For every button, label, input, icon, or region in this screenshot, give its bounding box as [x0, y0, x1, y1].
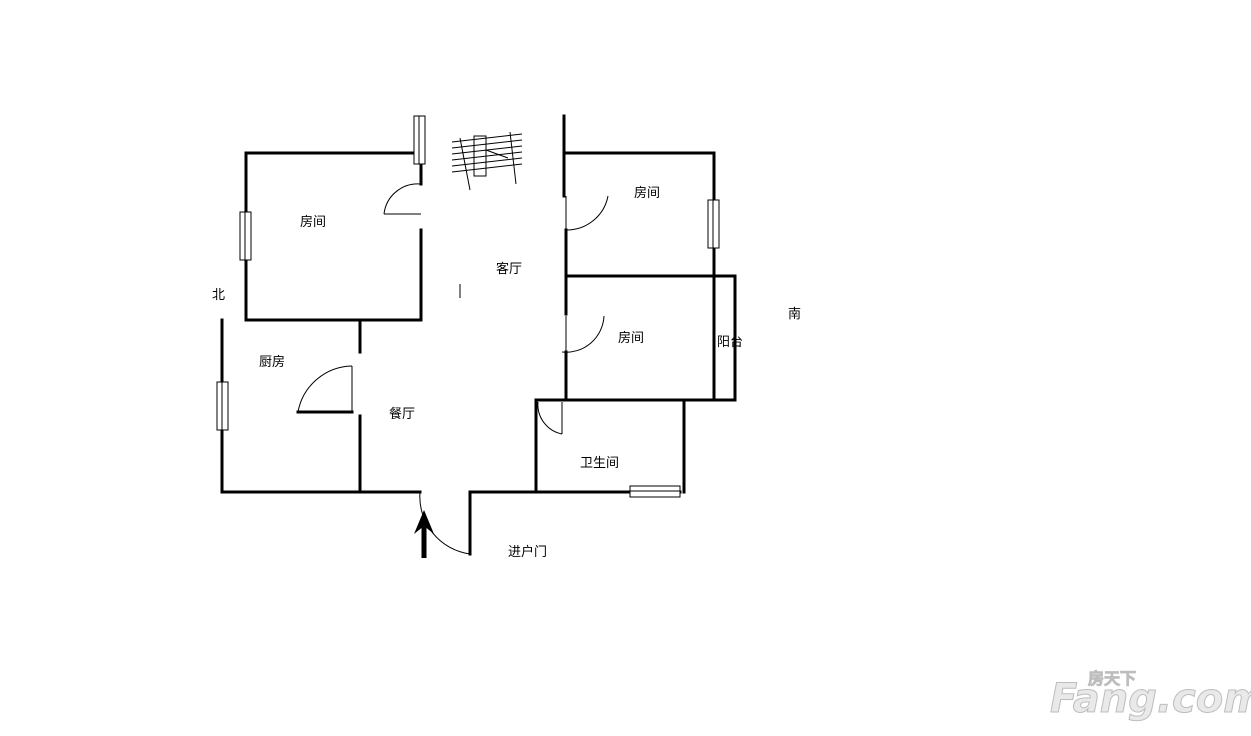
room-label-bathroom: 卫生间 — [580, 456, 619, 471]
watermark-brand-en: Fang.com — [1050, 676, 1251, 722]
watermark-logo: 房天下 Fang.com — [1050, 669, 1251, 723]
compass-north-label: 北 — [212, 288, 225, 303]
doors — [297, 183, 609, 555]
compass-south-label: 南 — [788, 306, 801, 322]
room-label-living-room: 客厅 — [496, 261, 522, 277]
room-label-bedroom-east-top: 房间 — [634, 185, 660, 201]
entrance-arrow-icon — [414, 510, 434, 558]
windows — [216, 115, 720, 498]
staircase — [451, 131, 523, 191]
watermark-brand-cn: 房天下 — [1088, 669, 1136, 688]
room-label-kitchen: 厨房 — [259, 354, 285, 370]
entrance-label: 进户门 — [508, 544, 547, 560]
room-label-bedroom-east-mid: 房间 — [618, 330, 644, 346]
room-label-bedroom-north: 房间 — [300, 214, 326, 230]
room-label-balcony: 阳台 — [717, 335, 743, 350]
room-label-dining-room: 餐厅 — [389, 406, 415, 422]
